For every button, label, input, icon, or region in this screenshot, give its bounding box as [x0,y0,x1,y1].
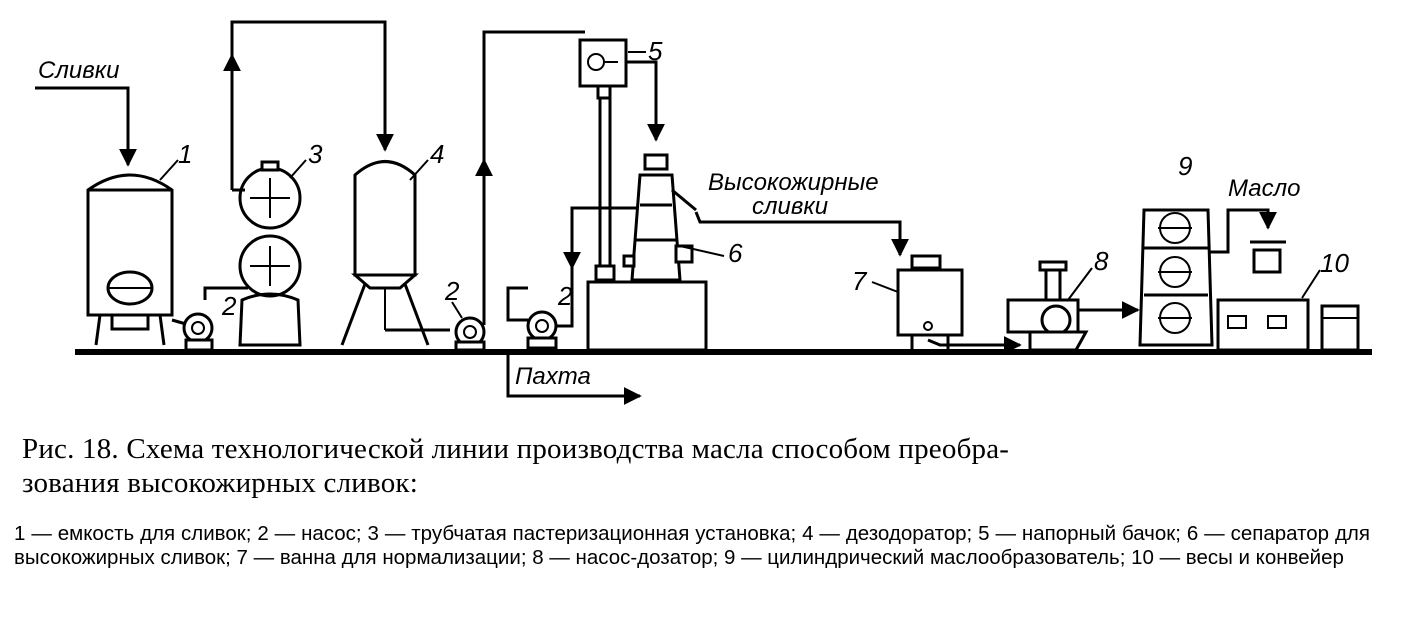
high-fat-cream-label-1: Высокожирные [708,169,879,196]
pasteurizer-3 [238,160,302,347]
pump-2c [526,310,558,350]
pipe-2b-to-5 [482,30,585,325]
pipe-3-to-4 [230,20,394,190]
figure-caption: Рис. 18. Схема технологической линии про… [22,432,1372,500]
pipe-5-to-6 [626,60,665,142]
label-3: 3 [308,139,323,169]
pump-2a [182,312,214,352]
high-fat-cream-label-2: сливки [752,193,828,220]
buttermilk-label: Пахта [515,363,591,390]
pipe-7-to-8 [927,336,1022,354]
cream-tank-1 [86,173,174,346]
buttermilk-pipe [506,352,642,405]
label-2c: 2 [557,281,573,311]
figure-legend: 1 — емкость для сливок; 2 — насос; 3 — т… [14,522,1370,569]
caption-line-2: зования высокожирных сливок: [22,467,418,499]
process-flow-diagram: Сливки 1 2 3 [35,20,1372,405]
scales-conveyor-10 [1216,298,1360,352]
normalization-vat-7 [896,254,964,352]
label-7: 7 [852,266,868,296]
butter-maker-9 [1138,208,1214,347]
cream-input-label: Сливки [38,57,119,84]
label-2b: 2 [444,276,460,306]
header-tank-5 [578,38,628,282]
scale-weight [1250,240,1286,274]
label-2a: 2 [221,291,237,321]
pipe-6-to-7 [694,211,909,257]
label-6: 6 [728,238,743,268]
deodorator-4 [340,160,430,346]
label-5: 5 [648,36,663,66]
separator-6 [622,153,697,282]
separator-base [586,280,708,352]
label-9: 9 [1178,151,1192,181]
label-8: 8 [1094,246,1109,276]
label-1: 1 [178,139,192,169]
cream-input-pipe [35,86,137,167]
butter-label: Масло [1228,175,1301,202]
label-10: 10 [1320,248,1349,278]
caption-line-1: Рис. 18. Схема технологической линии про… [22,433,1010,465]
dosing-pump-8 [1006,260,1089,352]
pump-2b [454,316,486,352]
label-4: 4 [430,139,444,169]
